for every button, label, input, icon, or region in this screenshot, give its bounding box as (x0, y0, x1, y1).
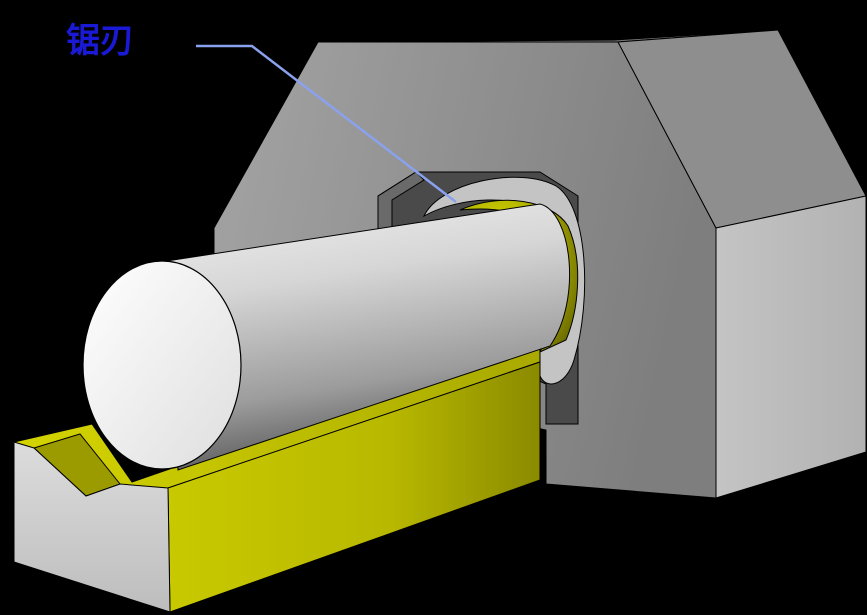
bar-end-face (82, 260, 242, 470)
bar-body (159, 203, 571, 471)
workpiece-bar (82, 203, 571, 471)
vise-end-face (13, 441, 171, 613)
blade-label: 锯刃 (66, 21, 134, 61)
leader-line (196, 44, 457, 203)
housing-side-face (715, 195, 867, 499)
